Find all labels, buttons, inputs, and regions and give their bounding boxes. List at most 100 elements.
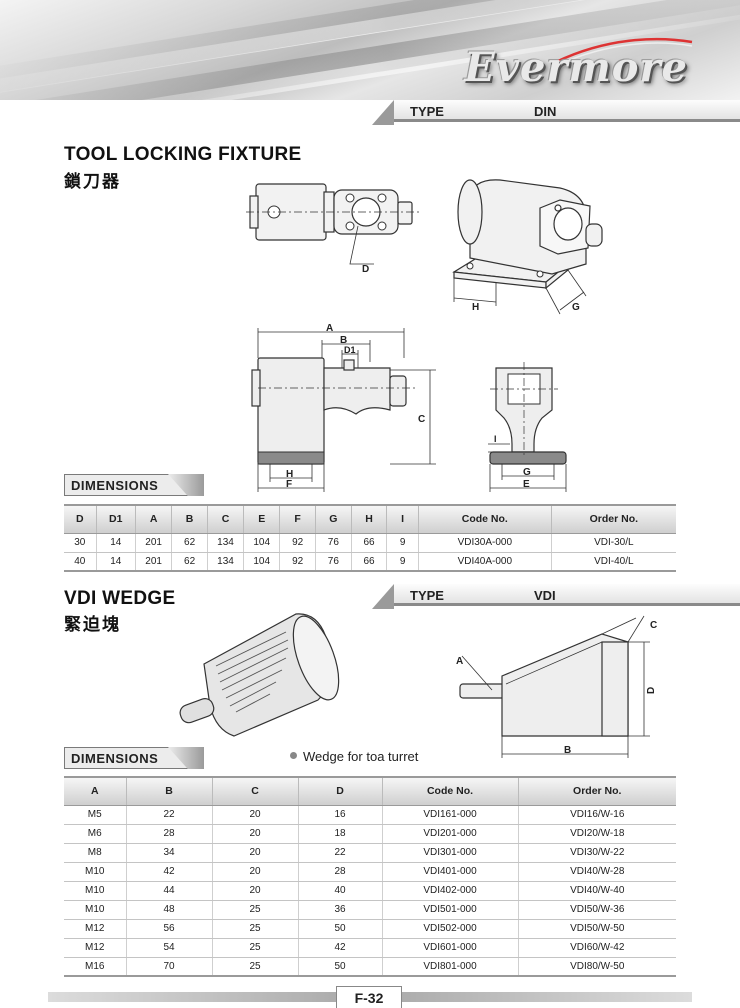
table-cell: VDI161-000 (381, 805, 518, 825)
table-cell: 201 (135, 552, 172, 572)
table-cell: 20 (211, 824, 298, 844)
table-cell: 50 (297, 919, 382, 939)
table-cell: 66 (350, 533, 387, 553)
type-label: TYPE (410, 104, 444, 119)
table-cell: 36 (297, 900, 382, 920)
table-cell: VDI201-000 (381, 824, 518, 844)
section2-title: VDI WEDGE (64, 588, 176, 609)
column-header: I (386, 504, 419, 534)
table-cell: 34 (125, 843, 212, 863)
logo-swoosh-icon (555, 37, 693, 65)
table-cell: 92 (279, 552, 316, 572)
table-cell: 48 (125, 900, 212, 920)
column-header: D (297, 776, 382, 806)
table-cell: 104 (243, 552, 280, 572)
table-cell: M10 (64, 862, 126, 882)
table-cell: 42 (297, 938, 382, 958)
table-cell: VDI40/W-28 (517, 862, 676, 882)
table-cell: 20 (211, 805, 298, 825)
section1-title-zh: 鎖刀器 (64, 172, 121, 192)
label-g: G (572, 302, 580, 313)
column-header: Code No. (417, 504, 552, 534)
table-cell: M16 (64, 957, 126, 977)
label-e: E (523, 479, 530, 490)
column-header: C (206, 504, 244, 534)
type-value-2: VDI (534, 588, 556, 603)
label-c: C (418, 414, 425, 425)
table-cell: 20 (211, 862, 298, 882)
table-cell: 16 (297, 805, 382, 825)
dimensions-label-2: DIMENSIONS (64, 747, 204, 769)
table-cell: 201 (135, 533, 172, 553)
table-cell: 28 (297, 862, 382, 882)
column-header: E (243, 504, 280, 534)
table-cell: 20 (211, 843, 298, 863)
label-h2: H (286, 469, 293, 480)
table-cell: VDI-30/L (550, 533, 676, 553)
column-header: Order No. (517, 776, 676, 806)
table-cell: 56 (125, 919, 212, 939)
table-cell: 50 (297, 957, 382, 977)
table-cell: M6 (64, 824, 126, 844)
table-cell: 14 (95, 533, 136, 553)
table-cell: 22 (297, 843, 382, 863)
table-cell: 134 (206, 552, 244, 572)
table-cell: 14 (95, 552, 136, 572)
table-cell: VDI-40/L (550, 552, 676, 572)
table-cell: 44 (125, 881, 212, 901)
label-b: B (564, 745, 571, 756)
table-cell: VDI16/W-16 (517, 805, 676, 825)
column-header: H (350, 504, 387, 534)
table-cell: M10 (64, 900, 126, 920)
table-cell: VDI50/W-36 (517, 900, 676, 920)
table-cell: 28 (125, 824, 212, 844)
table-cell: VDI402-000 (381, 881, 518, 901)
table-cell: 20 (211, 881, 298, 901)
type-value: DIN (534, 104, 557, 119)
table-cell: 70 (125, 957, 212, 977)
column-header: A (135, 504, 172, 534)
label-a: A (456, 656, 463, 667)
column-header: G (314, 504, 352, 534)
header-banner (0, 0, 740, 100)
table-cell: 134 (206, 533, 244, 553)
column-header: F (279, 504, 316, 534)
table-cell: VDI301-000 (381, 843, 518, 863)
table-cell: 25 (211, 957, 298, 977)
table-cell: 104 (243, 533, 280, 553)
fixture-side-view-drawing: I G E (488, 362, 567, 492)
table-cell: 30 (64, 533, 96, 553)
table-cell: VDI50/W-50 (517, 919, 676, 939)
table-cell: M12 (64, 919, 126, 939)
column-header: D1 (95, 504, 136, 534)
table-cell: 25 (211, 900, 298, 920)
wedge-dimension-drawing: A D B C (456, 615, 657, 758)
type-label-2: TYPE (410, 588, 444, 603)
table-cell: VDI502-000 (381, 919, 518, 939)
table-cell: 25 (211, 938, 298, 958)
table-cell: 40 (64, 552, 96, 572)
label-i: I (494, 434, 497, 444)
table-cell: 66 (350, 552, 387, 572)
label-d: D (362, 264, 369, 275)
table-cell: M8 (64, 843, 126, 863)
wedge-note: Wedge for toa turret (290, 749, 418, 764)
page-number: F-32 (336, 986, 402, 1008)
bullet-icon (290, 752, 297, 759)
table-cell: M10 (64, 881, 126, 901)
label-c: C (650, 620, 657, 631)
table-cell: 22 (125, 805, 212, 825)
label-g2: G (523, 467, 531, 478)
table-cell: VDI30A-000 (417, 533, 552, 553)
dimensions-label-1: DIMENSIONS (64, 474, 204, 496)
label-d1: D1 (344, 345, 356, 355)
section2-title-zh: 緊迫塊 (64, 615, 121, 635)
table-cell: 54 (125, 938, 212, 958)
type-tab-din: TYPE DIN (372, 100, 740, 125)
table-cell: VDI40A-000 (417, 552, 552, 572)
